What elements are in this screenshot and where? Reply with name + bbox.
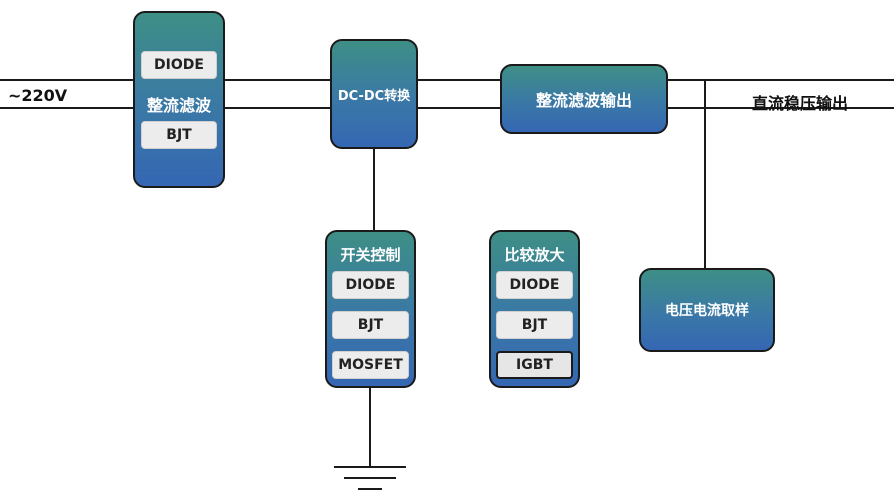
switch-item-diode: DIODE (332, 271, 409, 299)
voltage-current-sampling-block: 电压电流取样 (639, 268, 775, 352)
dcdc-title: DC-DC转换 (337, 88, 411, 104)
rectifier-output-block: 整流滤波输出 (500, 64, 668, 134)
switch-item-mosfet: MOSFET (332, 351, 409, 379)
input-voltage-label: ~220V (8, 86, 68, 105)
dcdc-converter-block: DC-DC转换 (330, 39, 418, 149)
rectifier-title: 整流滤波 (146, 96, 211, 115)
rectifier-output-title: 整流滤波输出 (535, 91, 632, 110)
rectifier-item-bjt: BJT (141, 121, 217, 149)
switch-item-bjt: BJT (332, 311, 409, 339)
rectifier-filter-block: DIODE 整流滤波 BJT (133, 11, 225, 188)
compare-item-igbt: IGBT (496, 351, 573, 379)
compare-item-bjt: BJT (496, 311, 573, 339)
output-label: 直流稳压输出 (752, 94, 849, 113)
compare-amplifier-block: 比较放大 DIODE BJT IGBT (489, 230, 580, 388)
ground-icon (334, 466, 406, 490)
switch-control-block: 开关控制 DIODE BJT MOSFET (325, 230, 416, 388)
rectifier-item-diode: DIODE (141, 51, 217, 79)
sampling-title: 电压电流取样 (665, 303, 749, 319)
compare-amplifier-title: 比较放大 (504, 246, 565, 264)
switch-control-title: 开关控制 (340, 246, 401, 264)
compare-item-diode: DIODE (496, 271, 573, 299)
